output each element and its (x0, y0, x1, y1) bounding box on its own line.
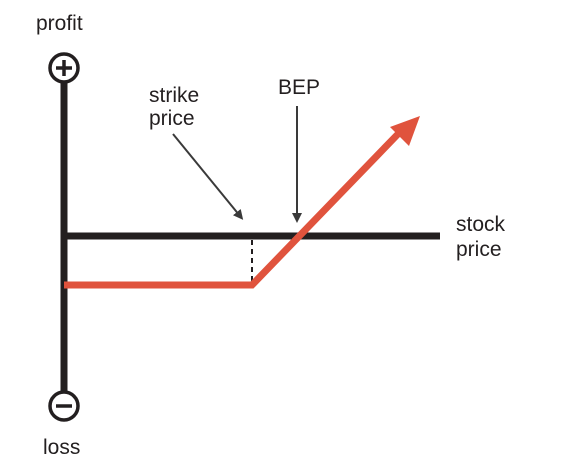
bep-label: BEP (278, 76, 320, 99)
profit-label: profit (36, 12, 83, 35)
loss-label: loss (43, 436, 80, 459)
payoff-arrowhead (390, 116, 420, 146)
strike-price-label-line2: price (149, 107, 195, 130)
minus-circle-icon (48, 390, 80, 422)
plus-circle-icon (48, 52, 80, 84)
strike-price-label-line1: strike (149, 84, 199, 107)
strike-price-pointer-arrow (172, 133, 244, 220)
payoff-line (64, 131, 401, 289)
stock-price-label-line2: price (456, 238, 502, 261)
stock-price-label-line1: stock (456, 213, 506, 236)
